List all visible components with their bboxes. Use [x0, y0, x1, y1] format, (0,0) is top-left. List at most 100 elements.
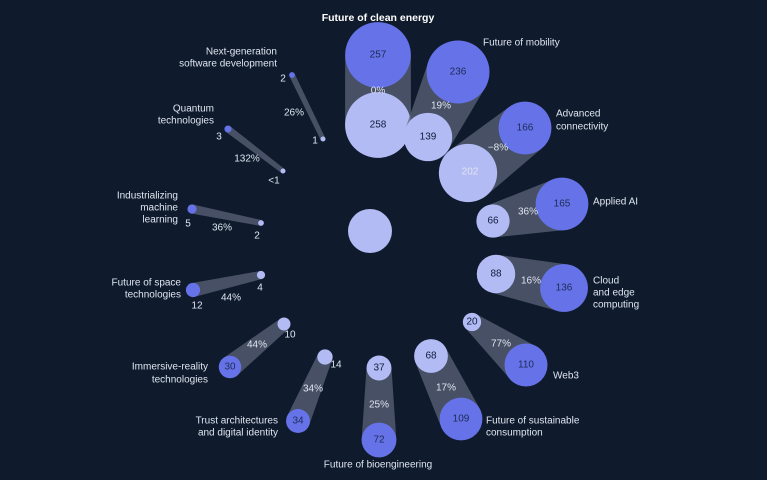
category-label: Future of mobility	[483, 38, 560, 49]
change-label: 77%	[491, 339, 511, 350]
category-label: Quantum	[173, 104, 214, 115]
later-bubble	[361, 422, 397, 458]
bubble-pair: 258 257 0% Future of clean energy	[322, 12, 435, 158]
later-bubble	[439, 397, 483, 441]
later-value-label: 136	[556, 283, 573, 294]
later-bubble	[504, 343, 548, 387]
centre-circle	[348, 209, 392, 253]
category-label: Future of space	[112, 278, 182, 289]
earlier-bubble	[317, 349, 333, 365]
change-label: 0%	[371, 86, 386, 97]
earlier-value-label: 68	[425, 351, 437, 362]
category-label: software development	[179, 59, 277, 70]
earlier-bubble	[476, 254, 516, 294]
later-bubble	[185, 282, 201, 298]
later-bubble	[187, 204, 197, 214]
category-label: consumption	[486, 428, 543, 439]
change-label: 34%	[303, 384, 323, 395]
category-label: technologies	[125, 290, 181, 301]
category-label: Future of bioengineering	[324, 460, 432, 471]
bubble-pair: 139 236 19% Future of mobility	[403, 38, 560, 162]
earlier-value-label: 1	[312, 136, 318, 147]
connector-band	[289, 73, 326, 141]
earlier-value-label: 202	[462, 167, 479, 178]
earlier-bubble	[403, 112, 453, 162]
later-bubble	[498, 101, 552, 155]
category-label: Web3	[553, 371, 579, 382]
earlier-value-label: 2	[254, 231, 260, 242]
category-label: technologies	[152, 375, 208, 386]
connector-band	[191, 270, 262, 297]
change-label: 25%	[369, 400, 389, 411]
category-label: Industrializing	[117, 191, 178, 202]
later-value-label: 236	[450, 67, 467, 78]
earlier-bubble	[414, 339, 448, 373]
change-label: 36%	[212, 223, 232, 234]
category-label: and edge	[593, 288, 635, 299]
later-bubble	[289, 72, 295, 78]
later-value-label: 5	[185, 219, 191, 230]
later-value-label: 165	[554, 199, 571, 210]
category-label: Cloud	[593, 276, 619, 287]
earlier-bubble	[258, 220, 264, 226]
earlier-value-label: 10	[284, 330, 296, 341]
change-label: 44%	[247, 340, 267, 351]
change-label: 36%	[518, 207, 538, 218]
later-value-label: 3	[216, 132, 222, 143]
earlier-bubble	[462, 312, 482, 332]
category-label: Trust architectures	[196, 416, 278, 427]
earlier-value-label: 37	[373, 363, 385, 374]
earlier-value-label: 20	[466, 317, 478, 328]
chart-title: Future of clean energy	[322, 12, 435, 24]
later-value-label: 30	[224, 362, 236, 373]
later-value-label: 257	[370, 50, 387, 61]
earlier-value-label: 66	[487, 216, 499, 227]
earlier-value-label: <1	[268, 176, 280, 187]
earlier-value-label: 139	[420, 132, 437, 143]
connector-band	[361, 368, 397, 440]
later-bubble	[535, 177, 589, 231]
connector-band	[191, 204, 262, 226]
earlier-bubble	[277, 317, 291, 331]
change-label: 19%	[431, 101, 451, 112]
earlier-value-label: 4	[257, 283, 263, 294]
earlier-bubble	[366, 355, 392, 381]
connector-band	[225, 126, 285, 173]
category-label: Advanced	[556, 109, 600, 120]
change-label: 132%	[234, 154, 260, 165]
later-value-label: 72	[373, 435, 385, 446]
category-label: connectivity	[556, 122, 608, 133]
earlier-value-label: 88	[490, 269, 502, 280]
later-value-label: 109	[453, 414, 470, 425]
earlier-bubble	[476, 204, 510, 238]
category-label: Future of sustainable	[486, 416, 580, 427]
later-value-label: 12	[191, 301, 203, 312]
later-bubble	[218, 355, 242, 379]
change-label: 17%	[436, 383, 456, 394]
later-value-label: 166	[517, 123, 534, 134]
category-label: computing	[593, 300, 639, 311]
later-value-label: 110	[518, 360, 534, 371]
change-label: 16%	[521, 276, 541, 287]
category-label: machine	[140, 203, 178, 214]
later-value-label: 2	[280, 74, 286, 85]
category-label: technologies	[158, 116, 214, 127]
bubble-pair: 37 72 25% Future of bioengineering	[324, 355, 432, 471]
earlier-bubble	[320, 136, 326, 142]
earlier-value-label: 258	[370, 120, 387, 131]
earlier-bubble	[438, 143, 498, 203]
change-label: 26%	[284, 108, 304, 119]
later-bubble	[286, 409, 310, 433]
later-value-label: 34	[292, 416, 304, 427]
